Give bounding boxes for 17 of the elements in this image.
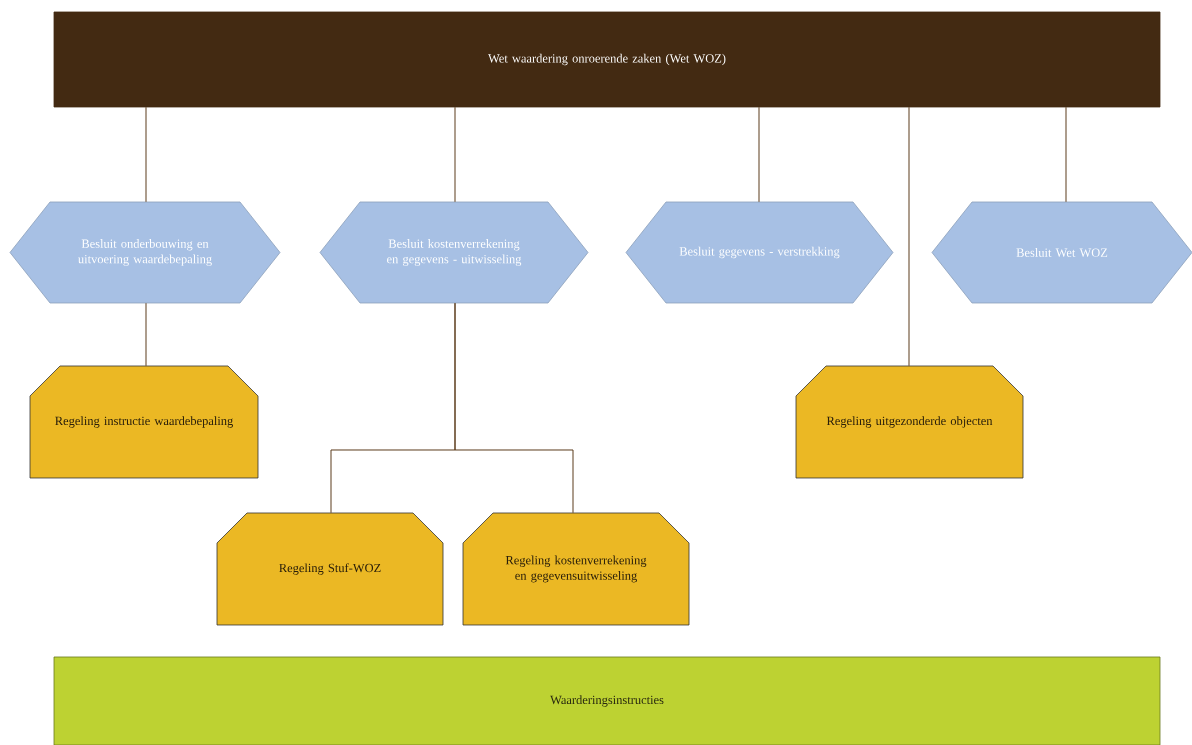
hexagon-box: Besluit gegevens - verstrekking [625, 201, 894, 304]
clipped-corner-box: Regeling kostenverrekening en gegevensuitwisseling [462, 512, 690, 626]
connector-line [454, 106, 456, 203]
connector-line [145, 106, 147, 203]
connector-line [1065, 106, 1067, 203]
clipped-corner-box: Regeling Stuf-WOZ [216, 512, 444, 626]
hexagon-box: Besluit kostenverrekening en gegevens - uitwisseling [319, 201, 589, 304]
hexagon-box: Besluit Wet WOZ [931, 201, 1192, 304]
base-band: Waarderingsinstructies [53, 656, 1161, 745]
connector-line [145, 302, 147, 367]
connector-line [758, 106, 760, 203]
connector-line [908, 106, 910, 367]
title-bar: Wet waardering onroerende zaken (Wet WOZ) [53, 11, 1161, 108]
clipped-corner-box: Regeling instructie waardebepaling [29, 365, 259, 479]
hexagon-box: Besluit onderbouwing en uitvoering waardebepaling [9, 201, 281, 304]
connector-line [454, 302, 574, 514]
clipped-corner-box: Regeling uitgezonderde objecten [795, 365, 1024, 479]
